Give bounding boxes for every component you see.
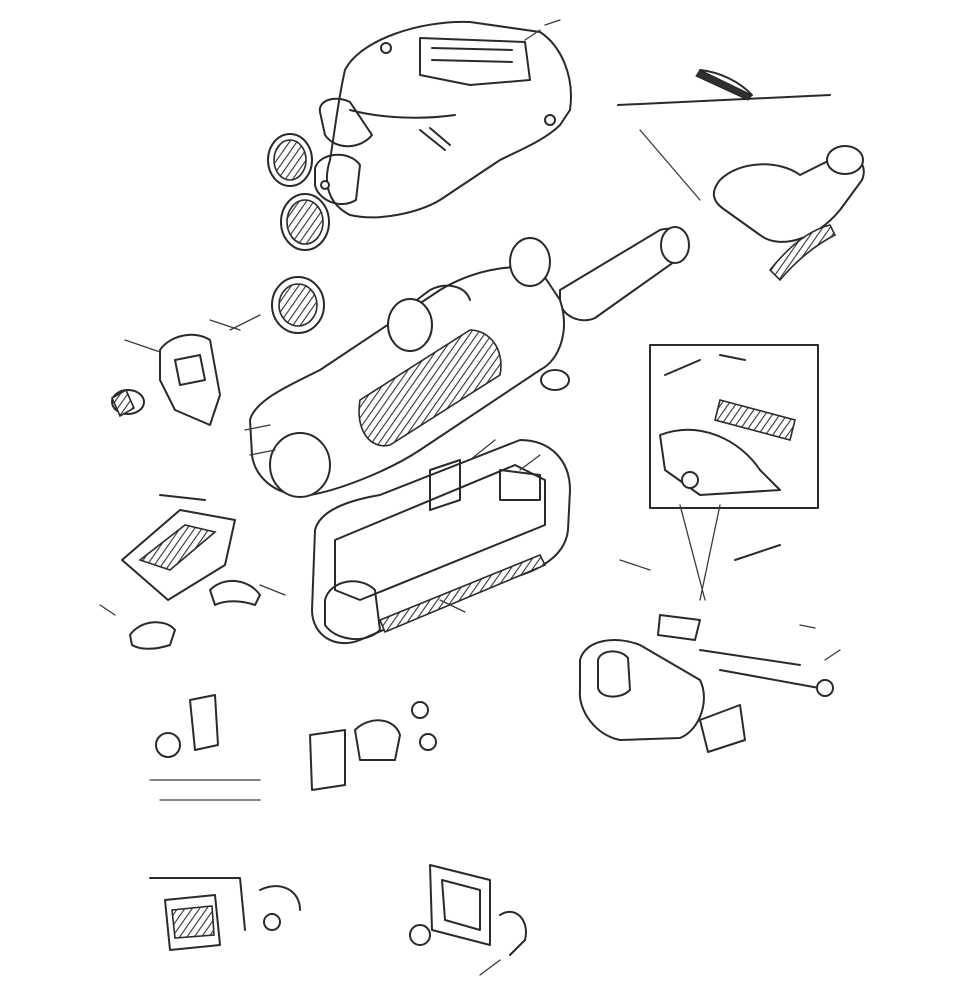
bottom-connector-plate (409, 864, 527, 976)
bottom-terminal-block (149, 877, 301, 951)
top-cover-housing (314, 19, 572, 219)
round-filter-upper (267, 133, 313, 187)
wand-tube (559, 94, 831, 322)
main-motor-body (249, 237, 570, 498)
nozzle-handle (695, 69, 865, 282)
small-switch-part (149, 694, 261, 801)
detail-inset-box (649, 344, 819, 601)
base-tray (311, 439, 571, 645)
left-motor-mount (110, 319, 241, 426)
round-filter-middle (280, 193, 330, 251)
cable-reel-assembly (578, 544, 834, 753)
small-bracket-part (309, 701, 437, 791)
round-filter-lower (271, 276, 325, 334)
switch-panel (99, 494, 286, 650)
cover-clips (320, 42, 556, 190)
leader-lines (229, 29, 841, 661)
